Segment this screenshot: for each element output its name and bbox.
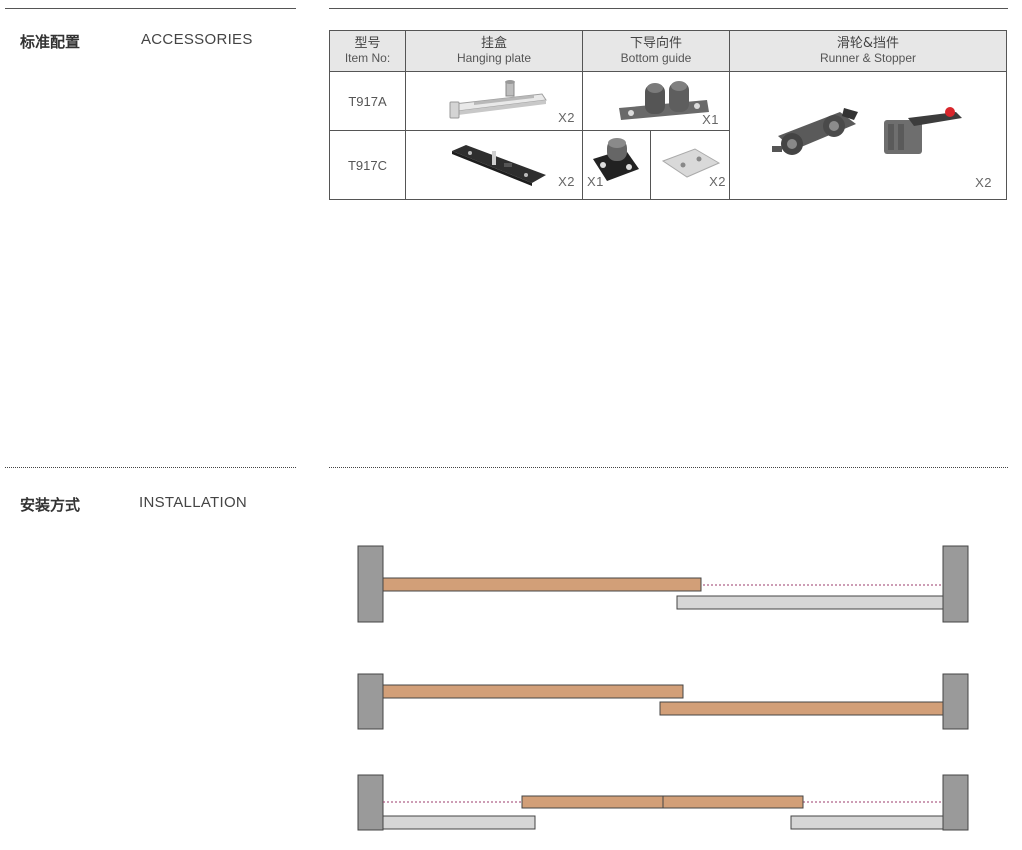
wood-door-panel	[659, 701, 944, 716]
runner-image	[772, 108, 858, 155]
hanging-plate-qty: X2	[558, 110, 575, 125]
header-item-no: 型号 Item No:	[329, 30, 406, 72]
bottom-guide-qty: X1	[702, 112, 719, 127]
wood-door-panel	[662, 795, 804, 809]
installation-left-rule	[5, 467, 296, 468]
runner-stopper-cell: X2	[729, 71, 1007, 200]
hanging-plate-cell: X2	[405, 130, 583, 200]
right-wall	[942, 545, 969, 623]
wood-door-panel	[521, 795, 664, 809]
table-row: T917C X2 X1	[329, 130, 1007, 200]
hanging-plate-cell: X2	[405, 71, 583, 131]
installation-diagram-1	[357, 545, 969, 623]
bottom-guide-wheel-image	[593, 138, 639, 181]
fixed-glass-panel	[676, 595, 944, 610]
table-row: T917A X2 X1	[329, 71, 1007, 200]
accessories-title-en: ACCESSORIES	[141, 31, 253, 48]
installation-diagram-3	[357, 774, 969, 831]
wood-door-panel	[382, 577, 702, 592]
left-wall	[357, 545, 384, 623]
hanging-plate-image	[449, 80, 547, 119]
table-header-row: 型号 Item No: 挂盒 Hanging plate 下导向件 Bottom…	[329, 30, 1007, 72]
left-wall	[357, 774, 384, 831]
bottom-guide-qty-a: X1	[587, 174, 604, 189]
hanging-plate-qty: X2	[558, 174, 575, 189]
bottom-guide-qty-b: X2	[709, 174, 726, 189]
wood-door-panel	[382, 684, 684, 699]
installation-right-rule	[329, 467, 1008, 468]
header-hanging-plate: 挂盒 Hanging plate	[405, 30, 583, 72]
stopper-image	[884, 107, 962, 154]
installation-title-en: INSTALLATION	[139, 494, 248, 511]
left-wall	[357, 673, 384, 730]
bottom-guide-cell-b: X2	[650, 130, 730, 200]
right-wall	[942, 774, 969, 831]
installation-diagram-2	[357, 673, 969, 730]
fixed-glass-panel	[790, 815, 944, 830]
fixed-glass-panel	[382, 815, 536, 830]
bottom-guide-cell: X1	[582, 71, 730, 131]
accessories-table: 型号 Item No: 挂盒 Hanging plate 下导向件 Bottom…	[329, 30, 1007, 200]
bottom-guide-plate-image	[661, 148, 721, 178]
accessories-title-cn: 标准配置	[20, 33, 81, 51]
right-wall	[942, 673, 969, 730]
accessories-left-rule	[5, 8, 296, 9]
header-bottom-guide: 下导向件 Bottom guide	[582, 30, 730, 72]
accessories-right-rule	[329, 8, 1008, 9]
header-runner-stopper: 滑轮&挡件 Runner & Stopper	[729, 30, 1007, 72]
model-cell: T917C	[329, 130, 406, 200]
bottom-guide-cell-a: X1	[582, 130, 651, 200]
hanging-plate-image	[452, 145, 546, 186]
installation-title-cn: 安装方式	[20, 496, 81, 514]
bottom-guide-image	[619, 81, 709, 120]
runner-stopper-qty: X2	[975, 175, 992, 190]
